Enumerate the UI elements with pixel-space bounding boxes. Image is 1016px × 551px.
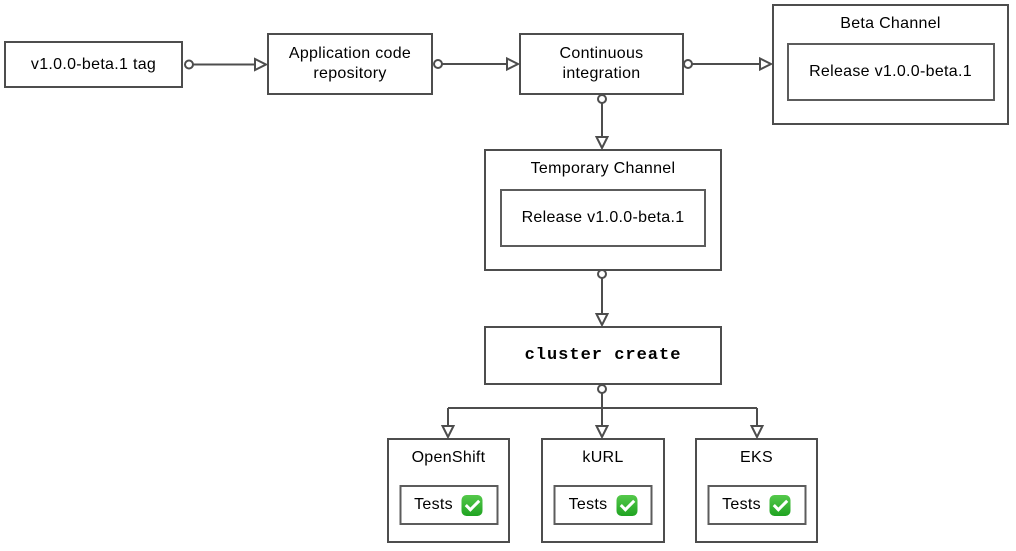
node-label: Application code repository xyxy=(288,45,412,82)
check-mark-button-icon xyxy=(616,494,638,516)
connector-source-dot xyxy=(597,94,607,104)
connector-source-dot xyxy=(184,59,194,70)
container-title: kURL xyxy=(582,449,624,466)
container-platform-kurl: kURL Tests xyxy=(541,438,665,543)
container-title: EKS xyxy=(740,449,773,466)
container-title: OpenShift xyxy=(411,449,486,466)
connector-source-dot xyxy=(597,384,607,394)
connector-source-dot xyxy=(683,59,693,69)
node-tests-openshift: Tests xyxy=(399,485,498,525)
node-label: Continuous integration xyxy=(559,45,644,82)
connector-source-dot xyxy=(433,59,443,69)
arrowhead-icon xyxy=(594,425,610,440)
container-title: Beta Channel xyxy=(840,15,941,32)
container-beta-channel: Beta Channel Release v1.0.0-beta.1 xyxy=(772,4,1009,125)
node-label: cluster create xyxy=(524,345,682,365)
release-label: Release v1.0.0-beta.1 xyxy=(521,209,685,226)
node-label: v1.0.0-beta.1 tag xyxy=(30,55,157,73)
node-tests-eks: Tests xyxy=(707,485,806,525)
container-title: Temporary Channel xyxy=(530,160,676,177)
node-beta-release: Release v1.0.0-beta.1 xyxy=(786,43,995,101)
arrowhead-icon xyxy=(440,425,456,440)
connector-cluster-create-to-platforms xyxy=(447,388,758,434)
arrowhead-icon xyxy=(594,136,610,151)
container-platform-openshift: OpenShift Tests xyxy=(387,438,510,543)
node-version-tag: v1.0.0-beta.1 tag xyxy=(4,41,183,88)
arrowhead-icon xyxy=(506,56,521,72)
node-continuous-integration: Continuous integration xyxy=(519,33,684,95)
container-temporary-channel: Temporary Channel Release v1.0.0-beta.1 xyxy=(484,149,722,271)
tests-label: Tests xyxy=(414,496,453,513)
node-application-code-repository: Application code repository xyxy=(267,33,433,95)
check-mark-button-icon xyxy=(769,494,791,516)
node-cluster-create: cluster create xyxy=(484,326,722,385)
tests-label: Tests xyxy=(568,496,608,513)
arrowhead-icon xyxy=(594,313,610,328)
node-temporary-release: Release v1.0.0-beta.1 xyxy=(500,189,706,247)
tests-label: Tests xyxy=(722,496,761,513)
release-label: Release v1.0.0-beta.1 xyxy=(809,63,972,80)
arrowhead-icon xyxy=(759,56,774,72)
check-mark-button-icon xyxy=(461,494,483,516)
arrowhead-icon xyxy=(749,425,765,440)
container-platform-eks: EKS Tests xyxy=(695,438,818,543)
connector-source-dot xyxy=(597,269,607,279)
arrowhead-icon xyxy=(254,57,269,72)
node-tests-kurl: Tests xyxy=(553,485,653,525)
